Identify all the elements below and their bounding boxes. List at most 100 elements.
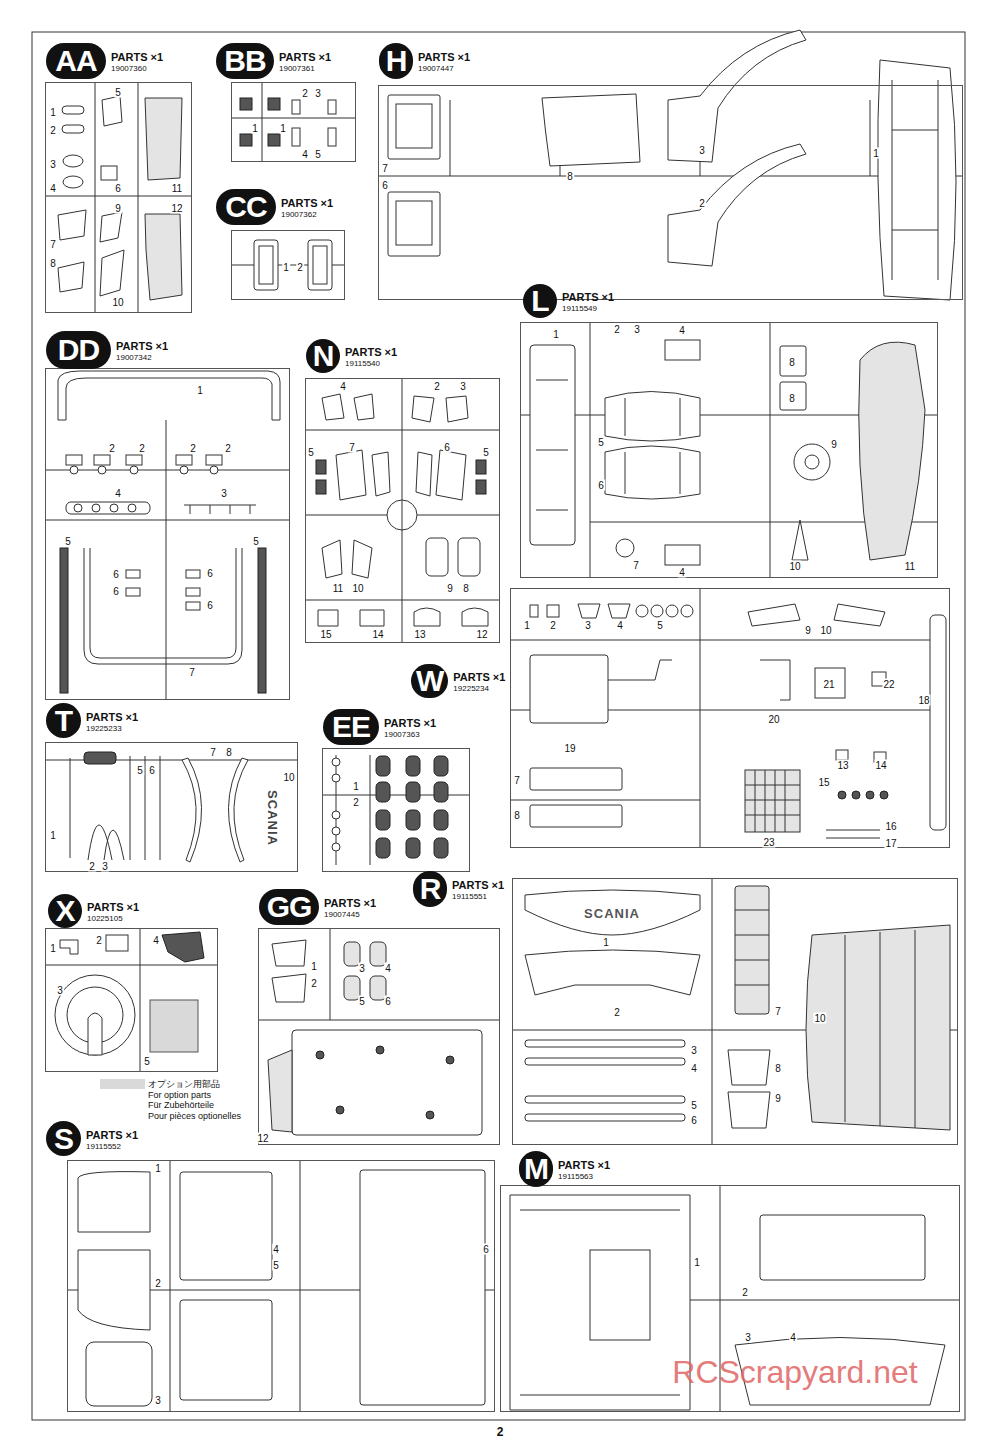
parts-count: PARTS ×1 bbox=[562, 292, 614, 303]
sprue-gg-part bbox=[272, 940, 306, 966]
sprue-letter: CC bbox=[225, 192, 266, 222]
part-code: 19225233 bbox=[86, 725, 122, 733]
sprue-l-part bbox=[530, 345, 575, 545]
sprue-letter-badge: CC bbox=[216, 189, 276, 225]
sprue-ee-part bbox=[332, 758, 340, 766]
sprue-r-part bbox=[512, 878, 958, 1145]
sprue-w-part bbox=[826, 830, 880, 838]
callout-number: 7 bbox=[209, 747, 217, 758]
callout-number: 2 bbox=[613, 1007, 621, 1018]
callout-number: 3 bbox=[358, 963, 366, 974]
callout-number: 5 bbox=[114, 87, 122, 98]
callout-number: 6 bbox=[114, 183, 122, 194]
sprue-aa-parts bbox=[45, 82, 192, 313]
sprue-aa-part bbox=[145, 214, 182, 300]
callout-number: 3 bbox=[49, 159, 57, 170]
sprue-frame: TPARTS ×119225233 bbox=[45, 742, 298, 872]
sprue-m-part bbox=[520, 1210, 680, 1395]
sprue-ee-part bbox=[406, 810, 420, 830]
callout-number: 4 bbox=[301, 149, 309, 160]
sprue-ee-part bbox=[434, 810, 448, 830]
sprue-s-part bbox=[78, 1250, 150, 1330]
sprue-bb-parts bbox=[231, 82, 356, 162]
legend-text: オプション用部品 bbox=[148, 1079, 220, 1089]
sprue-frame: XPARTS ×110225105 bbox=[45, 928, 218, 1072]
callout-number: 5 bbox=[597, 437, 605, 448]
sprue-dd-part bbox=[110, 504, 118, 512]
sprue-w-part bbox=[547, 605, 559, 617]
sprue-letter-badge: X bbox=[48, 894, 82, 928]
sprue-w-part bbox=[530, 655, 608, 723]
sprue-w-part bbox=[530, 805, 622, 827]
callout-number: 7 bbox=[381, 163, 389, 174]
callout-number: 2 bbox=[698, 198, 706, 209]
sprue-n-part bbox=[322, 394, 344, 420]
sprue-x-part bbox=[106, 935, 128, 951]
sprue-ee-part bbox=[406, 756, 420, 776]
sprue-w-part bbox=[530, 768, 622, 790]
sprue-dd-part bbox=[66, 455, 82, 465]
sprue-h-part bbox=[542, 94, 640, 166]
sprue-letter-badge: R bbox=[413, 871, 447, 907]
callout-number: 2 bbox=[741, 1287, 749, 1298]
callout-number: 10 bbox=[282, 772, 295, 783]
sprue-letter: R bbox=[420, 874, 441, 904]
callout-number: 16 bbox=[884, 821, 897, 832]
sprue-n-parts bbox=[305, 378, 500, 643]
sprue-s-parts bbox=[67, 1160, 495, 1412]
callout-number: 4 bbox=[272, 1244, 280, 1255]
callout-number: 10 bbox=[351, 583, 364, 594]
sprue-letter-badge: H bbox=[379, 43, 413, 79]
callout-number: 7 bbox=[632, 560, 640, 571]
sprue-r-part bbox=[525, 1096, 685, 1103]
sprue-letter: AA bbox=[55, 46, 96, 76]
sprue-letter: T bbox=[55, 706, 72, 736]
sprue-letter: GG bbox=[267, 892, 312, 922]
sprue-l-part bbox=[805, 455, 819, 469]
part-code: 19007363 bbox=[384, 731, 420, 739]
sprue-w-part bbox=[666, 605, 678, 617]
sprue-s-part bbox=[180, 1172, 272, 1280]
callout-number: 1 bbox=[196, 385, 204, 396]
part-code: 19007360 bbox=[111, 65, 147, 73]
callout-number: 3 bbox=[154, 1395, 162, 1406]
sprue-ee-part bbox=[332, 811, 340, 819]
sprue-dd-part bbox=[186, 570, 200, 578]
legend-text: Pour pièces optionelles bbox=[148, 1111, 241, 1121]
callout-number: 6 bbox=[690, 1115, 698, 1126]
sprue-letter-badge: BB bbox=[216, 43, 274, 79]
callout-number: 8 bbox=[225, 747, 233, 758]
callout-number: 2 bbox=[88, 861, 96, 872]
callout-number: 2 bbox=[433, 381, 441, 392]
callout-number: 11 bbox=[332, 583, 344, 594]
sprue-r-part bbox=[525, 950, 700, 995]
sprue-letter: EE bbox=[332, 712, 370, 742]
sprue-frame: WPARTS ×119225234 bbox=[510, 588, 950, 848]
sprue-x-part bbox=[162, 932, 204, 962]
sprue-h-part bbox=[396, 201, 432, 245]
sprue-l-part bbox=[625, 398, 680, 494]
sprue-r-part bbox=[525, 1058, 685, 1065]
sprue-dd-part bbox=[45, 420, 290, 700]
callout-number: 2 bbox=[95, 935, 103, 946]
sprue-ee-part bbox=[376, 810, 390, 830]
sprue-h-part bbox=[396, 104, 432, 148]
sprue-frame: LPARTS ×119115549 bbox=[520, 322, 938, 578]
sprue-r-parts bbox=[512, 878, 958, 1145]
sprue-frame: GGPARTS ×119007445 bbox=[258, 928, 500, 1145]
sprue-w-part bbox=[745, 770, 800, 832]
sprue-w-part bbox=[745, 770, 800, 832]
callout-number: 13 bbox=[836, 760, 849, 771]
parts-count: PARTS ×1 bbox=[453, 672, 505, 683]
part-code: 10225105 bbox=[87, 915, 123, 923]
sprue-ee-part bbox=[322, 755, 470, 865]
sprue-letter-badge: M bbox=[519, 1151, 553, 1187]
legend-text: For option parts bbox=[148, 1090, 211, 1100]
sprue-dd-part bbox=[84, 548, 242, 664]
callout-number: 14 bbox=[874, 760, 887, 771]
sprue-n-part bbox=[476, 480, 486, 494]
sprue-letter: L bbox=[531, 286, 548, 316]
sprue-r-part bbox=[728, 1092, 770, 1128]
sprue-aa-part bbox=[58, 210, 86, 240]
sprue-n-part bbox=[387, 500, 417, 530]
